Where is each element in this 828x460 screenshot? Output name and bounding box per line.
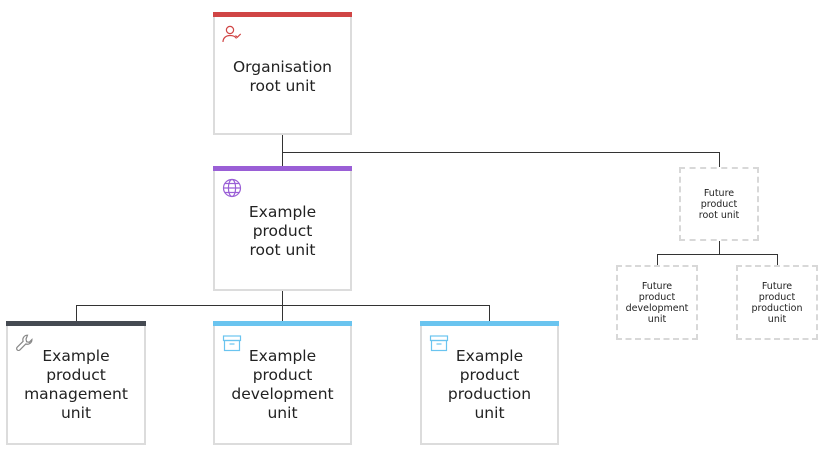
development-unit[interactable]: Example product development unit (213, 321, 352, 445)
node-label: Future product development unit (625, 281, 689, 325)
node-color-bar (213, 321, 352, 326)
node-label: Example product production unit (447, 347, 532, 422)
archive-box-icon (221, 332, 243, 354)
organisation-root-unit[interactable]: Organisation root unit (213, 12, 352, 135)
node-label: Future product root unit (698, 188, 740, 221)
globe-icon (221, 177, 243, 199)
node-label: Organisation root unit (232, 58, 333, 95)
node-label: Example product root unit (248, 203, 317, 259)
archive-box-icon (428, 332, 450, 354)
future-development-unit[interactable]: Future product development unit (616, 265, 698, 340)
node-label: Example product development unit (231, 347, 334, 422)
production-unit[interactable]: Example product production unit (420, 321, 559, 445)
node-color-bar (213, 12, 352, 17)
management-unit[interactable]: Example product management unit (6, 321, 146, 445)
future-root-unit[interactable]: Future product root unit (679, 167, 759, 241)
product-root-unit[interactable]: Example product root unit (213, 166, 352, 291)
user-check-icon (221, 23, 243, 45)
node-color-bar (6, 321, 146, 326)
node-label: Example product management unit (24, 347, 128, 422)
node-color-bar (213, 166, 352, 171)
node-label: Future product production unit (751, 281, 803, 325)
node-color-bar (420, 321, 559, 326)
wrench-icon (14, 332, 36, 354)
future-production-unit[interactable]: Future product production unit (736, 265, 818, 340)
